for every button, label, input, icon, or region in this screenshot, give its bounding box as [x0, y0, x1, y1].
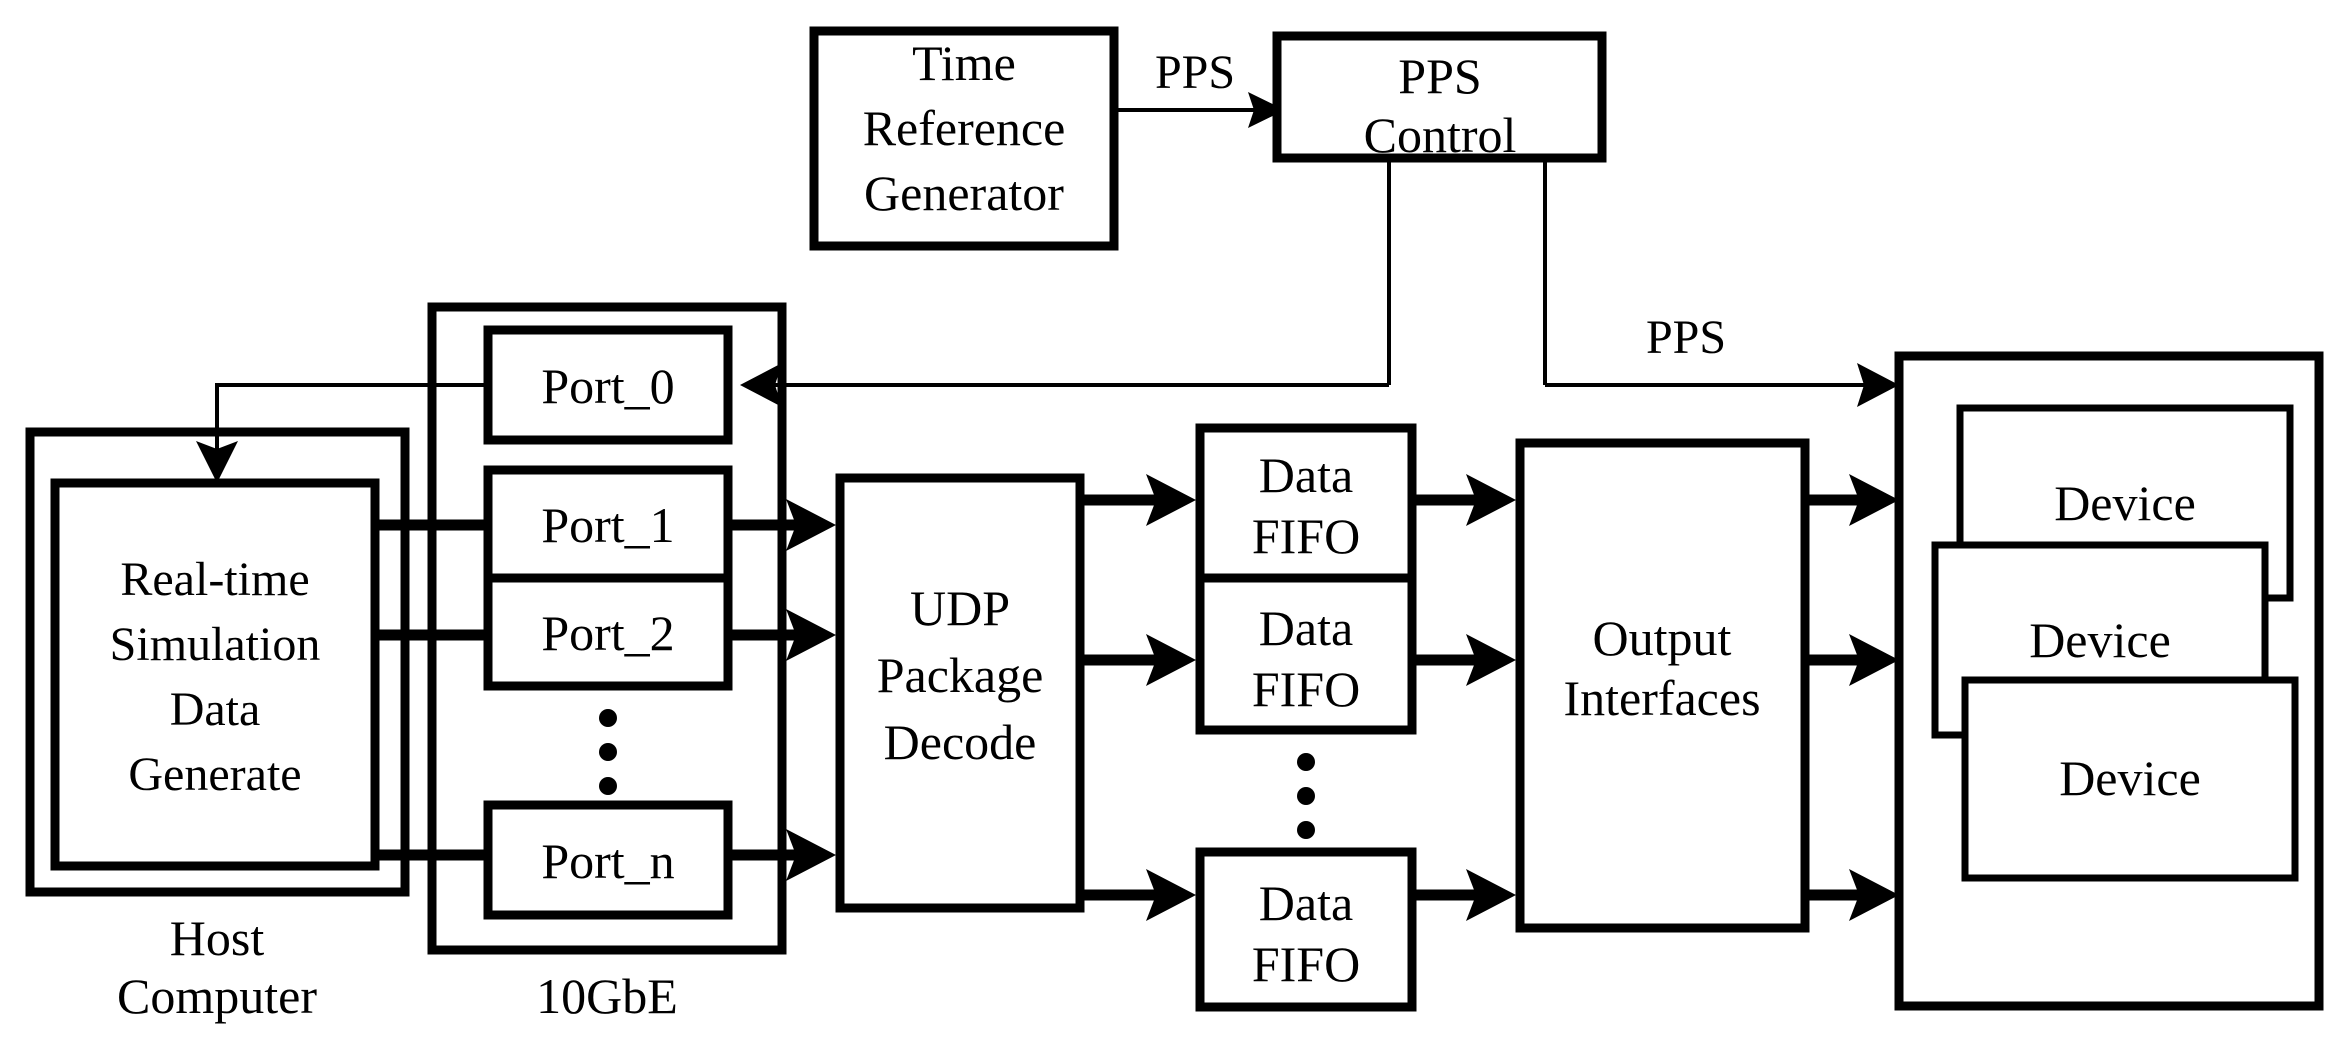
time-reference-generator-line-2: Reference — [863, 100, 1066, 156]
udp-decode-line-2: Package — [877, 647, 1044, 703]
data-fifo-2-line-2: FIFO — [1252, 936, 1360, 992]
wire-port1-to-udp — [728, 499, 836, 551]
data-fifo-0[interactable]: Data FIFO — [1195, 423, 1417, 583]
block-device-container — [1894, 351, 2324, 1011]
block-time-reference-generator[interactable]: Time Reference Generator — [809, 26, 1119, 251]
block-10gbe[interactable]: 10GbE — [427, 302, 787, 1024]
wire-fifo2-to-output — [1412, 869, 1516, 921]
signal-label-pps-device: PPS — [1646, 311, 1726, 364]
time-reference-generator-line-1: Time — [912, 35, 1016, 91]
data-fifo-2-line-1: Data — [1259, 875, 1353, 931]
block-real-time-simulation[interactable]: Real-time Simulation Data Generate — [50, 478, 380, 871]
port-label-n: Port_n — [541, 833, 674, 889]
block-udp-package-decode[interactable]: UDP Package Decode — [835, 473, 1085, 913]
pps-control-line-1: PPS — [1398, 48, 1481, 104]
data-fifo-2[interactable]: Data FIFO — [1195, 847, 1417, 1012]
data-fifo-0-line-2: FIFO — [1252, 508, 1360, 564]
time-reference-generator-line-3: Generator — [864, 165, 1064, 221]
block-output-interfaces[interactable]: Output Interfaces — [1515, 438, 1810, 933]
wire-pps-trg-to-control: PPS — [1114, 46, 1285, 128]
block-pps-control[interactable]: PPS Control — [1272, 31, 1607, 163]
wire-udp-to-fifo-0 — [1080, 474, 1196, 526]
port-ellipsis — [599, 709, 617, 795]
port-item-2[interactable]: Port_2 — [483, 573, 733, 691]
signal-label-pps-control: PPS — [1155, 46, 1235, 99]
wire-pps-control-to-port0 — [740, 158, 1391, 407]
output-interfaces-line-1: Output — [1593, 610, 1732, 666]
port-item-0[interactable]: Port_0 — [483, 325, 733, 445]
real-time-sim-line-2: Simulation — [110, 618, 321, 671]
wire-fifo1-to-output — [1412, 634, 1516, 686]
tengbe-caption: 10GbE — [536, 968, 678, 1024]
wire-output-to-device-0 — [1805, 474, 1899, 526]
udp-decode-line-3: Decode — [884, 714, 1037, 770]
data-fifo-1-line-2: FIFO — [1252, 661, 1360, 717]
device-item-2[interactable]: Device — [1961, 676, 2299, 882]
pps-control-line-2: Control — [1364, 107, 1517, 163]
wire-portn-to-udp — [728, 829, 836, 881]
data-fifo-1[interactable]: Data FIFO — [1195, 573, 1417, 735]
port-label-0: Port_0 — [541, 358, 674, 414]
real-time-sim-line-1: Real-time — [120, 553, 309, 606]
wire-output-to-device-2 — [1805, 869, 1899, 921]
wire-udp-to-fifo-2 — [1080, 869, 1196, 921]
wire-output-to-device-1 — [1805, 634, 1899, 686]
output-interfaces-line-2: Interfaces — [1563, 670, 1760, 726]
wire-udp-to-fifo-1 — [1080, 634, 1196, 686]
device-label-1: Device — [2029, 612, 2171, 668]
port-label-2: Port_2 — [541, 605, 674, 661]
port-item-1[interactable]: Port_1 — [483, 465, 733, 583]
real-time-sim-line-3: Data — [170, 683, 261, 736]
data-fifo-ellipsis — [1297, 753, 1315, 839]
host-computer-caption-line-1: Host — [170, 910, 265, 966]
block-host-computer[interactable]: Host Computer — [25, 427, 410, 1024]
data-fifo-0-line-1: Data — [1259, 447, 1353, 503]
host-computer-caption-line-2: Computer — [117, 968, 317, 1024]
port-label-1: Port_1 — [541, 497, 674, 553]
device-label-0: Device — [2054, 475, 2196, 531]
port-item-n[interactable]: Port_n — [483, 800, 733, 920]
wire-pps-control-to-device: PPS — [1543, 158, 1899, 407]
wire-port0-to-simulation — [196, 383, 488, 483]
wire-port2-to-udp — [728, 609, 836, 661]
data-fifo-1-line-1: Data — [1259, 600, 1353, 656]
real-time-sim-line-4: Generate — [128, 748, 301, 801]
device-label-2: Device — [2059, 750, 2201, 806]
wire-fifo0-to-output — [1412, 474, 1516, 526]
udp-decode-line-1: UDP — [910, 580, 1010, 636]
